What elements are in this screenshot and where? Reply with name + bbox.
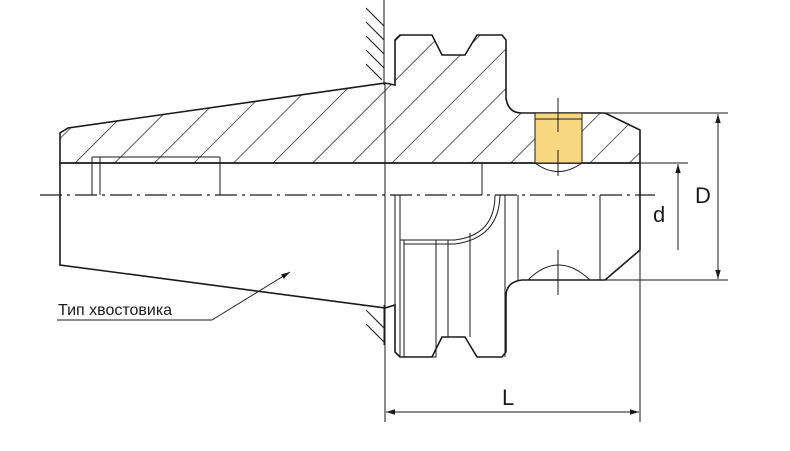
dimension-lines (57, 112, 728, 422)
dimension-L-label: L (502, 385, 514, 410)
machine-wall (365, 0, 385, 345)
dimension-D-label: D (695, 183, 711, 208)
holder-body-lower (59, 162, 641, 358)
dimension-d-label: d (653, 202, 665, 227)
internal-details (91, 83, 601, 358)
shank-type-label: Тип хвостовика (58, 302, 172, 319)
